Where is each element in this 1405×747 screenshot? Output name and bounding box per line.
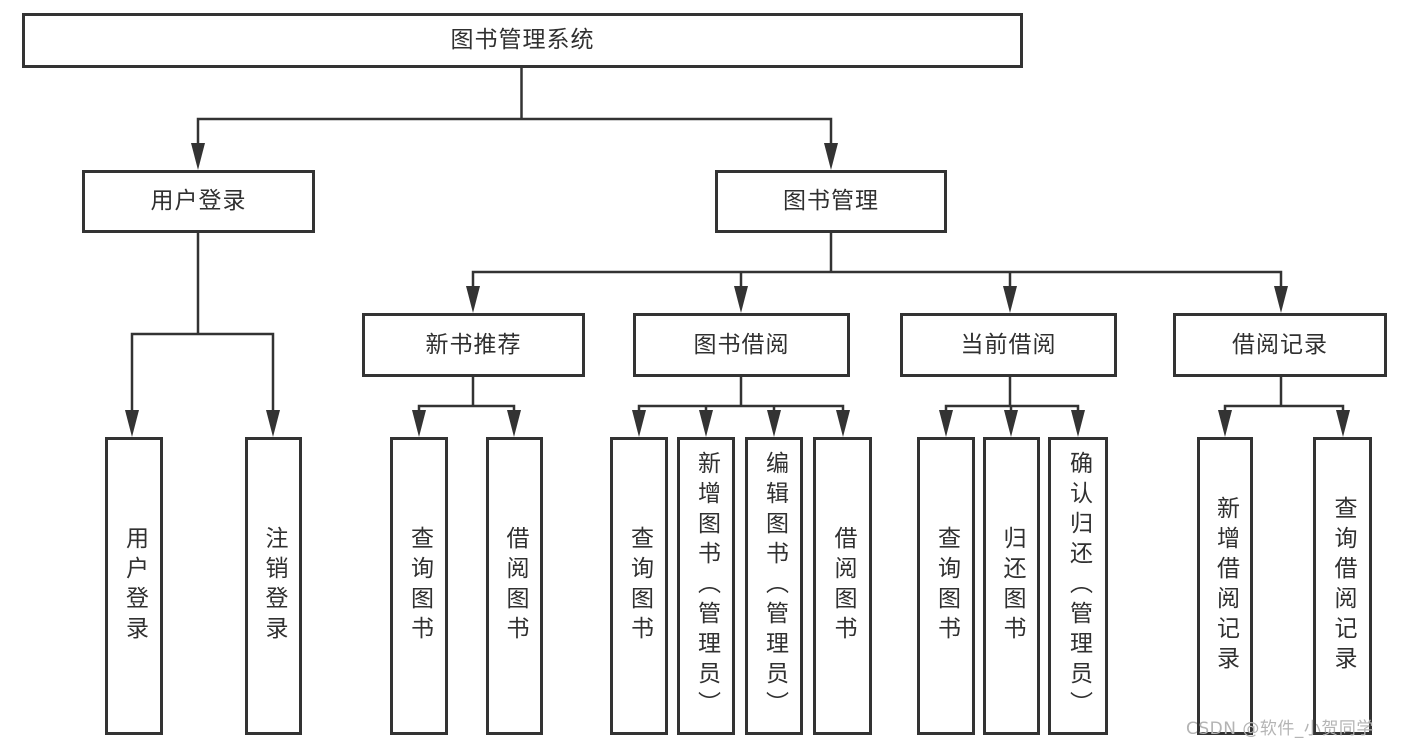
- node-book-management: 图书管理: [715, 170, 947, 233]
- node-borrow-records: 借阅记录: [1173, 313, 1387, 377]
- leaf-borrow-books-recommend: 借阅图书: [486, 437, 543, 735]
- leaf-user-login: 用户登录: [105, 437, 163, 735]
- leaf-confirm-return-admin: 确认归还（管理员）: [1048, 437, 1108, 735]
- watermark: CSDN @软件_小贺同学: [1186, 719, 1374, 739]
- leaf-edit-books-admin: 编辑图书（管理员）: [745, 437, 803, 735]
- leaf-query-books-recommend: 查询图书: [390, 437, 448, 735]
- node-book-borrow: 图书借阅: [633, 313, 850, 377]
- node-new-book-recommend: 新书推荐: [362, 313, 585, 377]
- leaf-add-books-admin: 新增图书（管理员）: [677, 437, 735, 735]
- leaf-query-books-borrow: 查询图书: [610, 437, 668, 735]
- leaf-logout: 注销登录: [245, 437, 302, 735]
- node-user-login: 用户登录: [82, 170, 315, 233]
- leaf-return-books: 归还图书: [983, 437, 1040, 735]
- leaf-add-borrow-record: 新增借阅记录: [1197, 437, 1253, 735]
- node-current-borrow: 当前借阅: [900, 313, 1117, 377]
- leaf-borrow-books: 借阅图书: [813, 437, 872, 735]
- leaf-query-borrow-record: 查询借阅记录: [1313, 437, 1372, 735]
- node-root: 图书管理系统: [22, 13, 1023, 68]
- leaf-query-books-current: 查询图书: [917, 437, 975, 735]
